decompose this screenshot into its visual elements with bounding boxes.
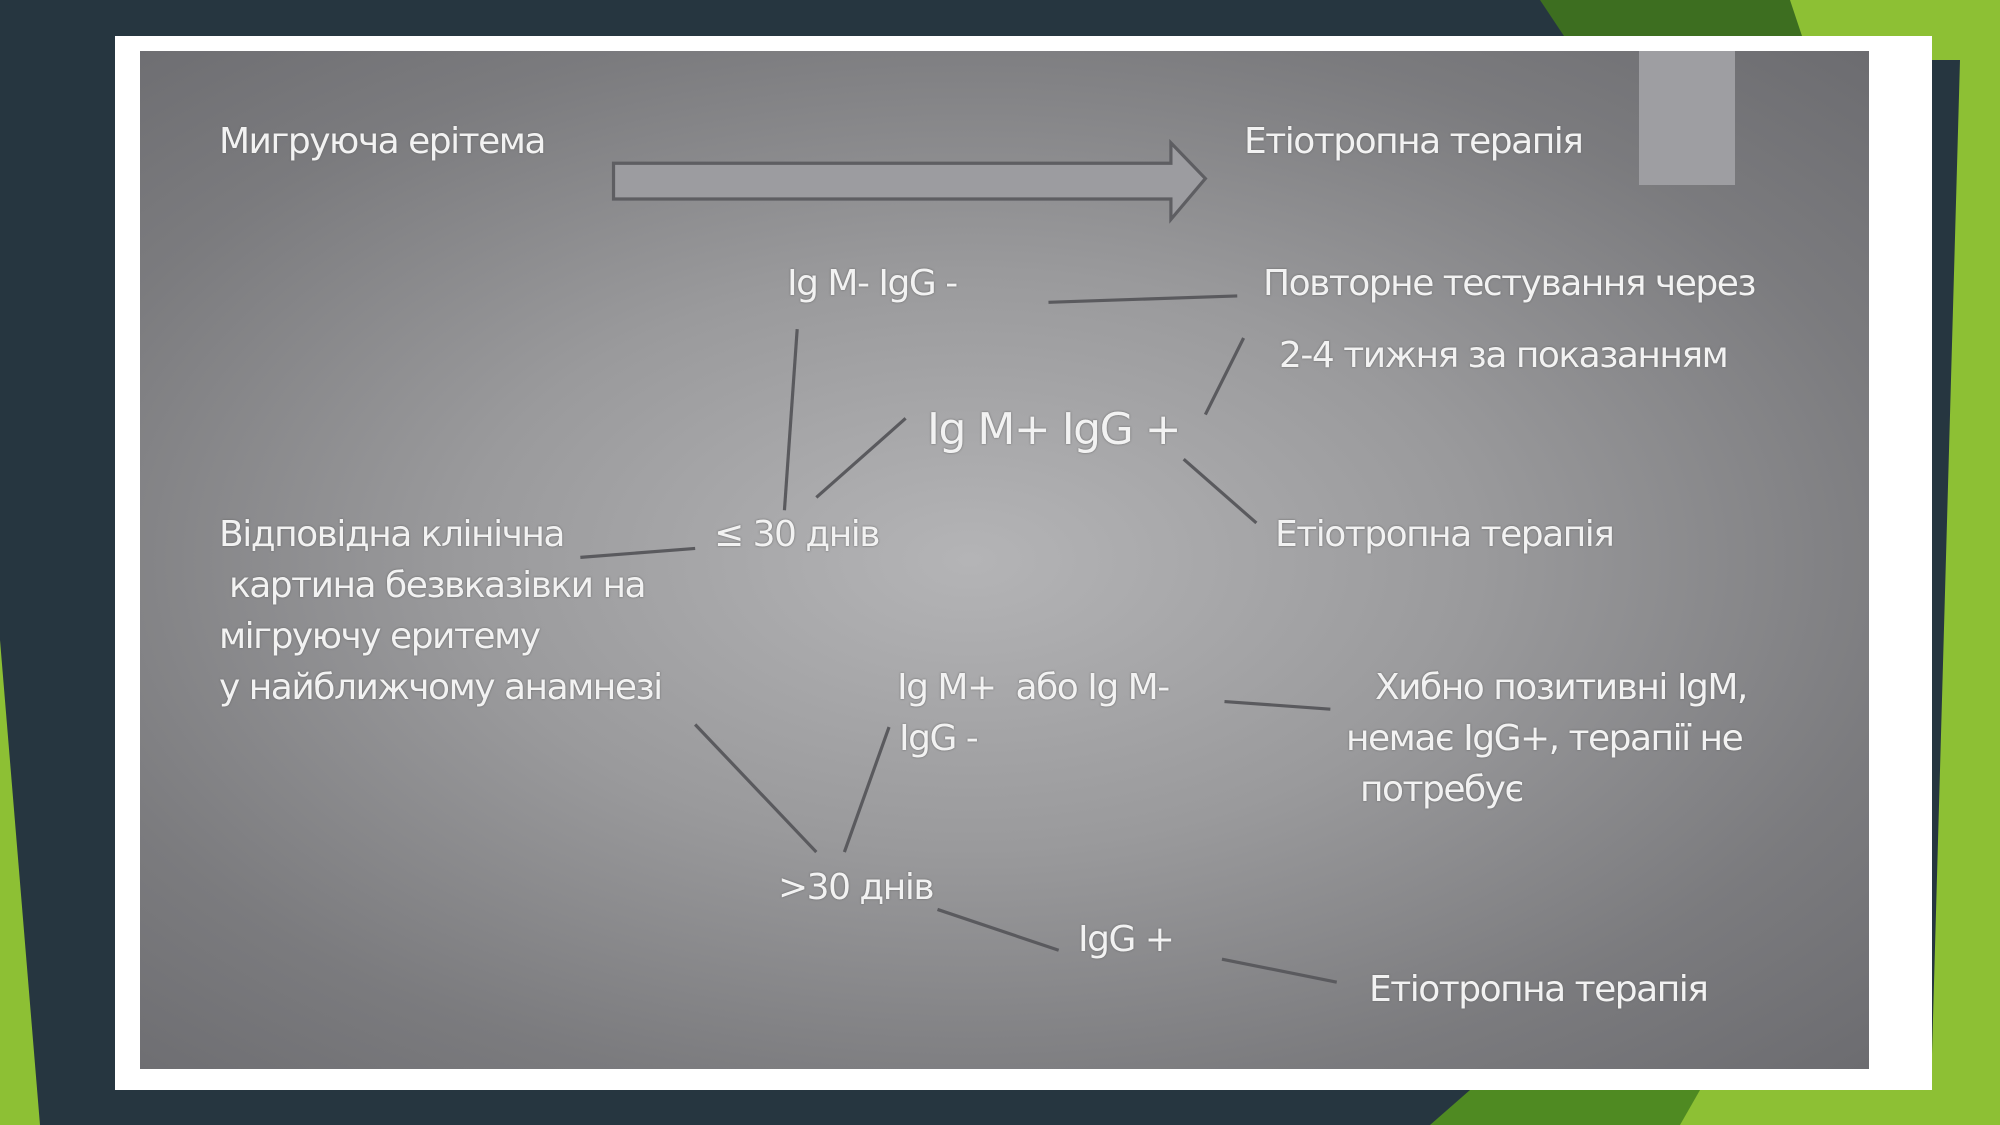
label-migrating-erythema: Мигруюча ерітема xyxy=(219,121,546,162)
decorative-rectangle xyxy=(1639,51,1735,185)
connector xyxy=(1048,294,1238,304)
slide-image xyxy=(140,51,1869,1069)
clinical-line: мігруючу еритему xyxy=(219,616,541,657)
label-etiotropic-therapy-bottom: Етіотропна терапія xyxy=(1369,969,1709,1010)
connector xyxy=(782,328,799,511)
false-positive-line: немає IgG+, терапії не xyxy=(1346,718,1744,759)
false-positive-line: Хибно позитивні IgM, xyxy=(1365,667,1748,708)
label-igm-either: Ig M+ або Ig M- xyxy=(897,667,1170,708)
clinical-line: картина безвказівки на xyxy=(219,565,647,606)
connector xyxy=(693,723,818,854)
label-le-30-days: ≤ 30 днів xyxy=(714,514,881,555)
label-retest-line1: Повторне тестування через xyxy=(1263,263,1757,304)
connector xyxy=(1182,457,1258,525)
connector xyxy=(1224,699,1331,711)
false-positive-line: потребує xyxy=(1350,769,1524,810)
label-etiotropic-therapy-mid: Етіотропна терапія xyxy=(1275,514,1615,555)
big-arrow xyxy=(611,138,1208,224)
label-igm-neg-igg-neg: Ig M- IgG - xyxy=(787,263,958,304)
connector xyxy=(815,417,907,499)
connector xyxy=(580,546,696,559)
label-igg-pos: IgG + xyxy=(1078,919,1175,960)
clinical-line: Відповідна клінічна xyxy=(219,514,565,555)
label-etiotropic-therapy-top: Етіотропна терапія xyxy=(1244,121,1584,162)
connector xyxy=(1221,957,1338,984)
label-gt-30-days: >30 днів xyxy=(778,867,935,908)
connector xyxy=(842,726,891,853)
connector xyxy=(936,907,1060,952)
label-igm-pos-igg-pos: Ig M+ IgG + xyxy=(927,404,1182,455)
connector xyxy=(1203,337,1246,416)
label-igg-neg: IgG - xyxy=(899,718,979,759)
label-retest-line2: 2-4 тижня за показанням xyxy=(1279,335,1729,376)
clinical-line: у найближчому анамнезі xyxy=(219,667,663,708)
